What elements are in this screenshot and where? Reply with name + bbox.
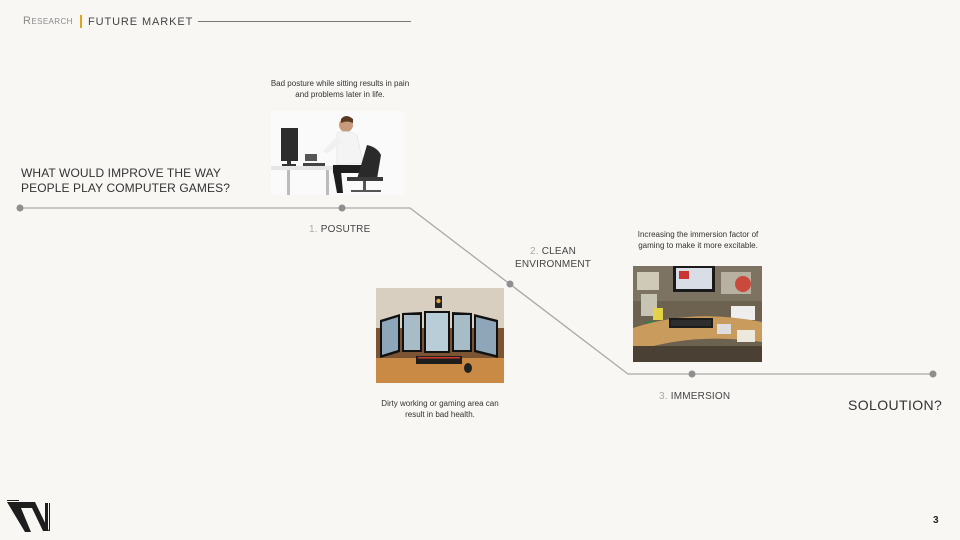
timeline-path — [20, 207, 933, 375]
step-number: 3. — [659, 391, 668, 402]
header-separator — [80, 15, 82, 28]
page-number: 3 — [933, 515, 939, 526]
step-label-line-2: ENVIRONMENT — [514, 259, 592, 270]
posture-caption: Bad posture while sitting results in pai… — [270, 79, 410, 99]
timeline-dot-clean — [506, 280, 514, 288]
main-question: WHAT WOULD IMPROVE THE WAY PEOPLE PLAY C… — [21, 166, 230, 196]
step-label-text: POSUTRE — [320, 224, 371, 235]
timeline-dot-posture — [338, 204, 346, 212]
gaming-setup-photo — [376, 288, 504, 383]
timeline-end-dot — [929, 370, 937, 378]
section-label: Research — [23, 15, 73, 27]
topic-label: FUTURE MARKET — [88, 16, 194, 28]
messy-desk-photo — [633, 266, 762, 362]
posture-photo — [271, 111, 404, 195]
clean-caption: Dirty working or gaming area can result … — [381, 399, 499, 419]
timeline-start-dot — [16, 204, 24, 212]
header-rule — [198, 21, 411, 22]
brand-logo — [7, 500, 50, 532]
step-number: 1. — [309, 224, 318, 235]
step-immersion-label: 3. IMMERSION — [659, 391, 730, 402]
step-clean-label: 2. CLEAN ENVIRONMENT — [514, 245, 592, 271]
step-label-line-1: CLEAN — [541, 246, 577, 257]
timeline-dot-immersion — [688, 370, 696, 378]
question-line-2: PEOPLE PLAY COMPUTER GAMES? — [21, 181, 230, 195]
immersion-caption: Increasing the immersion factor of gamin… — [637, 230, 759, 250]
step-number: 2. — [529, 246, 539, 257]
step-posture-label: 1. POSUTRE — [309, 224, 370, 235]
step-label-text: IMMERSION — [670, 391, 731, 402]
question-line-1: WHAT WOULD IMPROVE THE WAY — [21, 166, 221, 180]
solution-label: SOLOUTION? — [848, 397, 943, 413]
